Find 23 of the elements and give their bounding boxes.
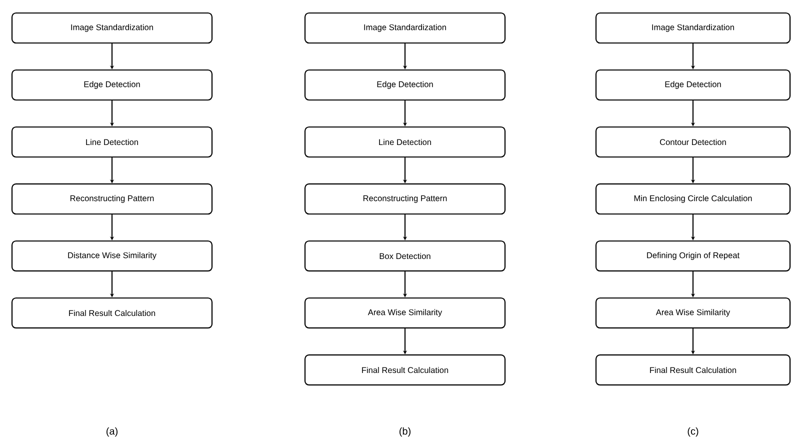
process-box: Min Enclosing Circle Calculation <box>595 183 791 215</box>
process-box: Reconstructing Pattern <box>11 183 213 215</box>
process-box: Reconstructing Pattern <box>304 183 506 215</box>
process-box: Final Result Calculation <box>595 354 791 386</box>
process-box: Area Wise Similarity <box>595 297 791 329</box>
process-box: Image Standardization <box>11 12 213 44</box>
panel-label: (a) <box>106 427 118 437</box>
process-box: Area Wise Similarity <box>304 297 506 329</box>
process-box: Defining Origin of Repeat <box>595 240 791 272</box>
process-box: Distance Wise Similarity <box>11 240 213 272</box>
process-box: Box Detection <box>304 240 506 272</box>
process-box: Image Standardization <box>304 12 506 44</box>
process-box: Line Detection <box>11 126 213 158</box>
process-box: Image Standardization <box>595 12 791 44</box>
process-box: Line Detection <box>304 126 506 158</box>
process-box: Contour Detection <box>595 126 791 158</box>
panel-label: (b) <box>400 427 410 437</box>
process-box: Final Result Calculation <box>304 354 506 386</box>
process-box: Edge Detection <box>595 69 791 101</box>
process-box: Edge Detection <box>11 69 213 101</box>
process-box: Edge Detection <box>304 69 506 101</box>
panel-label: (c) <box>688 427 698 437</box>
process-box: Final Result Calculation <box>11 297 213 329</box>
